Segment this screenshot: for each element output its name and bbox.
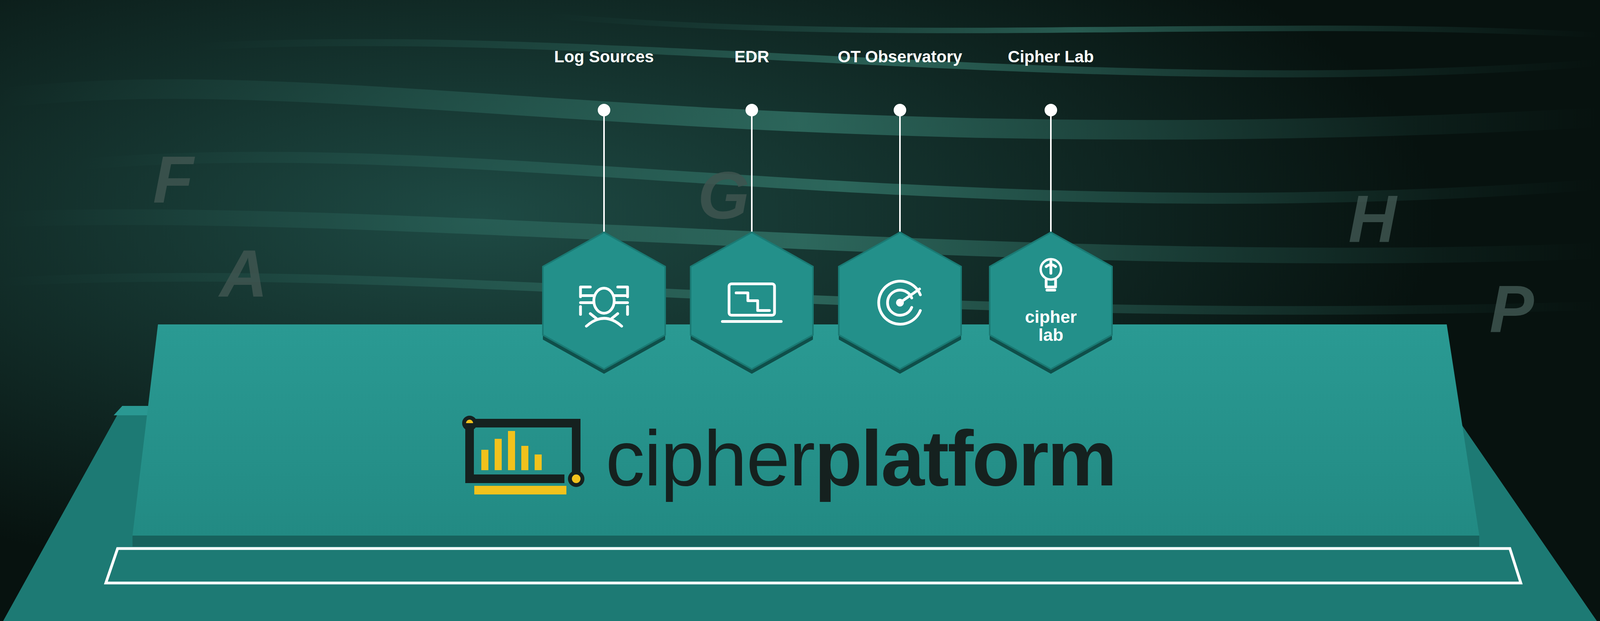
leader-line — [899, 110, 901, 233]
module-hexagon: EDR — [649, 0, 854, 378]
hexagon-group — [542, 103, 666, 374]
hexagon-group — [989, 103, 1113, 374]
hexagon-shape — [838, 232, 962, 370]
hexagon-icon — [1040, 259, 1062, 291]
module-label: EDR — [649, 47, 854, 67]
module-hexagon: Cipher Lab cipher lab — [948, 0, 1153, 378]
platform-slab — [132, 324, 1480, 536]
hexagon-group — [838, 103, 962, 374]
hexagon-icon — [580, 287, 628, 327]
platform-logo-icon — [464, 417, 583, 495]
watermark-letter: F — [152, 141, 194, 218]
platform-outline — [105, 548, 1521, 584]
platform-wordmark: cipherplatform — [605, 415, 1116, 502]
hexagon-shape — [542, 232, 666, 370]
module-label: OT Observatory — [837, 47, 963, 67]
module-hexagon: Log Sources — [502, 0, 706, 378]
hexagon-icon — [722, 284, 782, 322]
watermark-letter: P — [1489, 270, 1534, 348]
leader-dot — [1044, 103, 1058, 117]
leader-line — [1050, 110, 1052, 233]
platform-title: cipherplatform — [605, 415, 1116, 502]
module-label: Log Sources — [502, 47, 706, 67]
hexagon-shape — [690, 232, 813, 370]
hexagon-icon — [878, 281, 921, 325]
leader-line — [603, 110, 605, 233]
watermark-letter: H — [1348, 180, 1397, 258]
module-hexagon: OT Observatory — [798, 0, 1002, 378]
watermark-letter: A — [219, 235, 268, 313]
leader-line — [751, 110, 753, 233]
hexagon-shape — [989, 232, 1113, 370]
hexagon-text: cipher lab — [1021, 308, 1081, 345]
watermark-letter: G — [697, 156, 750, 234]
platform-word: cipher — [605, 414, 815, 503]
leader-dot — [745, 103, 759, 117]
platform-slab-front — [132, 535, 1480, 547]
platform-word: platform — [814, 414, 1116, 503]
hexagon-group — [690, 103, 813, 374]
leader-dot — [893, 103, 907, 117]
leader-dot — [597, 103, 611, 117]
module-label: Cipher Lab — [948, 47, 1153, 67]
